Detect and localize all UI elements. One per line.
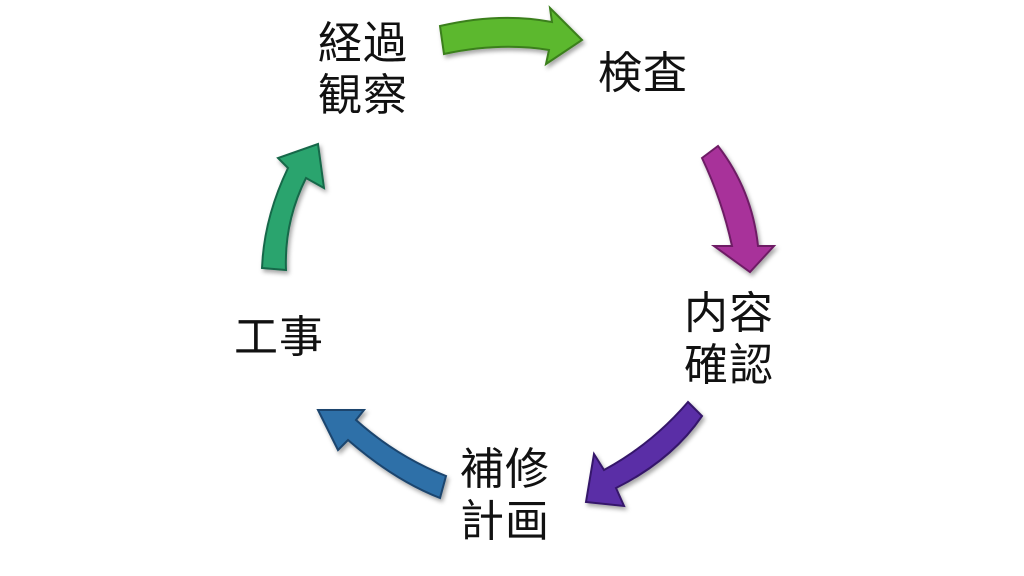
arrow-plan-to-construction — [316, 409, 448, 500]
step-repair-plan-line-1: 補修 — [460, 444, 550, 495]
step-construction: 工事 — [234, 312, 324, 364]
step-inspection-line-1: 検査 — [598, 48, 688, 99]
arrow-inspection-to-confirmation — [700, 144, 777, 274]
step-observation-line-2: 観察 — [318, 70, 408, 121]
arrow-confirmation-to-plan — [584, 400, 704, 508]
step-observation: 経過 観察 — [318, 18, 408, 122]
step-inspection: 検査 — [598, 48, 688, 100]
step-confirmation-line-1: 内容 — [684, 288, 774, 339]
step-confirmation: 内容 確認 — [684, 288, 774, 392]
arrow-observation-to-inspection — [438, 5, 584, 67]
step-confirmation-line-2: 確認 — [684, 340, 774, 391]
step-construction-line-1: 工事 — [234, 312, 324, 363]
step-observation-line-1: 経過 — [318, 18, 408, 69]
arrow-construction-to-observation — [260, 142, 326, 272]
step-repair-plan: 補修 計画 — [460, 444, 550, 548]
step-repair-plan-line-2: 計画 — [460, 496, 550, 547]
